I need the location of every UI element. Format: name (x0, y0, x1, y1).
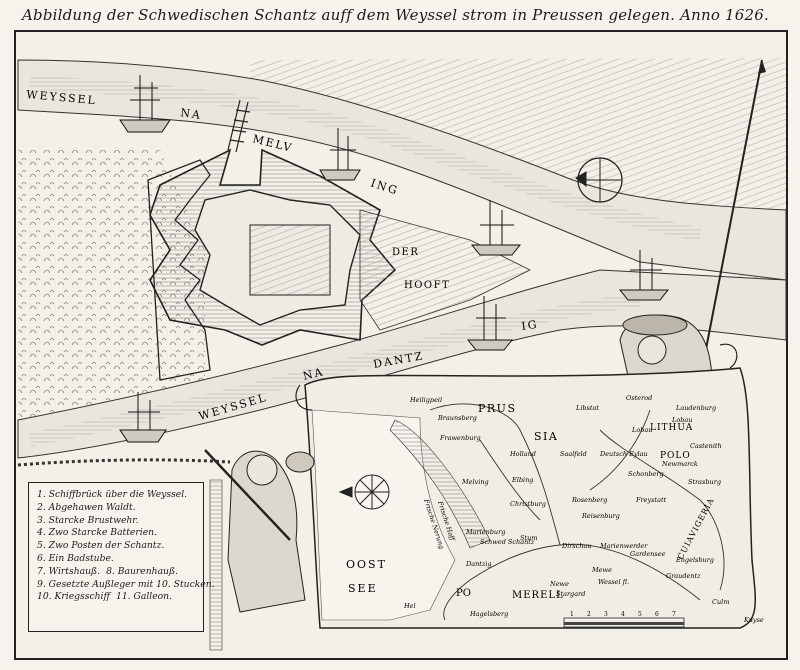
scale-tick: 1 (570, 611, 574, 618)
legend-item: 2. Abgehawen Waldt. (37, 501, 136, 513)
town-label: Osterod (626, 394, 652, 402)
scale-tick: 7 (672, 611, 676, 618)
label-see: SEE (348, 582, 378, 595)
town-label: Gardensee (630, 550, 666, 558)
town-label: Christburg (510, 500, 546, 508)
town-label: Mewe (591, 566, 612, 574)
town-label: Castenith (690, 442, 722, 450)
warships (119, 75, 670, 443)
ship-1 (119, 75, 171, 133)
town-label: Schonberg (628, 470, 664, 478)
label-sia: SIA (534, 430, 558, 443)
town-label: Heiligpeil (409, 396, 442, 404)
ship-5 (466, 296, 514, 351)
town-label: Melving (461, 478, 489, 486)
ship-3 (470, 200, 522, 256)
legend-item: 9. Gesetzte Außleger mit 10. Stucken. (37, 578, 215, 590)
inset-haff (389, 419, 491, 549)
town-label: Hagelsberg (469, 610, 508, 618)
label-na-lower: NA (302, 365, 326, 383)
town-label: Dirschau (561, 542, 592, 550)
ship-2 (319, 128, 361, 181)
ship-bridge (227, 99, 251, 153)
town-label: Newmarck (661, 460, 698, 468)
ship-6 (119, 392, 167, 443)
ship-4 (618, 250, 670, 301)
pike (699, 59, 763, 381)
town-label: Culm (712, 598, 729, 606)
legend-item: 1. Schiffbrück über die Weyssel. (37, 489, 188, 500)
legend-box: 1. Schiffbrück über die Weyssel. 2. Abge… (28, 482, 215, 632)
scale-bar (563, 617, 685, 628)
town-label: Dantzig (465, 560, 492, 568)
compass-rose-upper (575, 157, 623, 203)
river-upper-arm (17, 59, 787, 281)
town-label: Saalfeld (560, 450, 587, 458)
town-label: Hel (403, 602, 416, 610)
town-label: Deutsch Eylau (599, 450, 648, 458)
town-label: Holland (509, 450, 536, 458)
town-label: Lobau (631, 426, 652, 434)
ornament-left-border (209, 479, 223, 651)
town-label: Schwed Schantz (480, 538, 535, 546)
inset-town-labels: Heiligpeil Braunsberg Frawenburg Holland… (403, 394, 764, 624)
town-label: Laudenburg (675, 404, 716, 412)
town-label: Marienwerder (599, 542, 648, 550)
label-weyssel-upper: WEYSSEL (26, 88, 98, 107)
soldier-figure-right (619, 314, 713, 386)
label-lithua: LITHUA (650, 423, 693, 433)
scale-tick: 4 (621, 611, 625, 618)
legend-item: 7. Wirtshauß.8. Baurenhauß. (37, 565, 179, 577)
town-label: Libstat (575, 404, 599, 412)
town-label: Reisenburg (581, 512, 620, 520)
town-label: Stum (520, 534, 537, 542)
label-na-upper: NA (180, 106, 203, 122)
town-label: Frawenburg (439, 434, 481, 442)
legend-item: 3. Starcke Brustwehr. (37, 514, 139, 526)
label-der: DER (392, 247, 419, 258)
town-label: Engelsburg (675, 556, 714, 564)
town-label: Freystatt (635, 496, 667, 504)
der-hooft-point (359, 209, 531, 331)
label-merell: MERELL (512, 590, 564, 601)
label-po: PO (456, 588, 471, 599)
label-ing: ING (369, 176, 400, 197)
outer-earthwork (147, 159, 211, 381)
scale-ticks: 1 2 3 4 5 6 7 (570, 611, 676, 618)
scale-tick: 2 (587, 611, 591, 618)
label-ig: IG (521, 318, 540, 333)
soldier-figure-left (204, 449, 315, 613)
map-title: Abbildung der Schwedischen Schantz auff … (22, 6, 769, 24)
compass-rose-inset (338, 474, 390, 510)
scale-tick: 6 (655, 611, 659, 618)
town-label: Wessel fl. (598, 578, 629, 586)
legend-item: 5. Zwo Posten der Schantz. (37, 540, 165, 552)
town-label: Newe (549, 580, 569, 588)
town-label: Stargard (556, 590, 585, 598)
fortress (149, 148, 397, 346)
scale-tick: 5 (638, 611, 642, 618)
legend-item: 6. Ein Badstube. (37, 552, 114, 564)
town-label: Strasburg (688, 478, 721, 486)
town-label: Graudentz (666, 572, 701, 580)
label-polo: POLO (660, 451, 691, 461)
town-label: Kuyse (743, 616, 764, 624)
label-oost: OOST (346, 558, 387, 571)
inset-rivers (429, 403, 725, 621)
ornament-band (17, 458, 231, 467)
town-label: Elbing (511, 476, 533, 484)
legend-item: 4. Zwo Starcke Batterien. (37, 527, 157, 539)
label-prus: PRUS (478, 402, 517, 415)
town-label: Marienburg (465, 528, 505, 536)
town-label: Rosenberg (571, 496, 607, 504)
town-label: Braunsberg (437, 414, 477, 422)
label-hooft: HOOFT (404, 280, 450, 291)
scale-tick: 3 (604, 611, 608, 618)
town-label: Lobau (671, 416, 692, 424)
